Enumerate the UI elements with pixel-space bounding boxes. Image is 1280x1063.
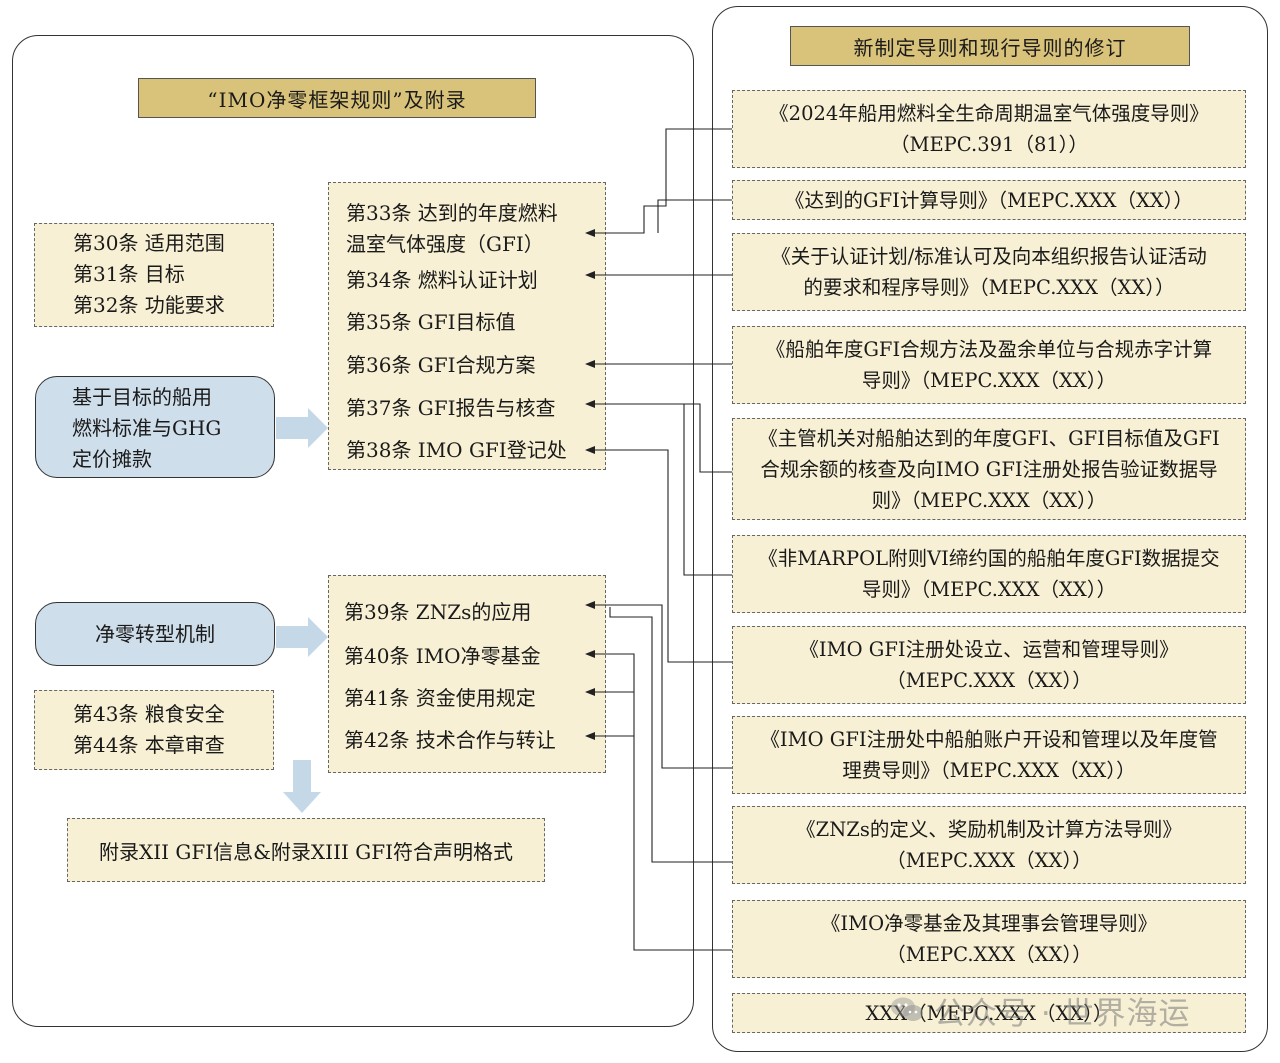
guideline-9: 《ZNZs的定义、奖励机制及计算方法导则》 （MEPC.XXX（XX）） xyxy=(732,806,1246,884)
guideline-8: 《IMO GFI注册处中船舶账户开设和管理以及年度管 理费导则》（MEPC.XX… xyxy=(732,716,1246,794)
fuel-articles-box xyxy=(328,182,606,470)
appendix-text: 附录XII GFI信息&附录XIII GFI符合声明格式 xyxy=(98,839,513,864)
block-arrow-appendix xyxy=(283,760,321,813)
left-title-text: “IMO净零框架规则”及附录 xyxy=(207,87,467,112)
general-articles-box: 第30条 适用范围 第31条 目标 第32条 功能要求 xyxy=(34,223,274,327)
connector-guideline-10 xyxy=(585,650,732,951)
guideline-4-line-1: 《船舶年度GFI合规方法及盈余单位与合规赤字计算 xyxy=(765,338,1213,361)
guideline-1-line-2: （MEPC.391（81）） xyxy=(889,133,1089,156)
guideline-6-line-2: 导则》（MEPC.XXX（XX）） xyxy=(861,578,1117,601)
article-41: 第41条 资金使用规定 xyxy=(344,686,536,710)
guideline-3-line-2: 的要求和程序导则》（MEPC.XXX（XX）） xyxy=(803,276,1175,299)
article-40: 第40条 IMO净零基金 xyxy=(344,644,541,668)
guideline-5-line-3: 则》（MEPC.XXX（XX）） xyxy=(871,488,1107,512)
connector-guideline-2 xyxy=(657,199,732,233)
right-title-text: 新制定导则和现行导则的修订 xyxy=(853,35,1127,60)
article-33-line-1: 第33条 达到的年度燃料 xyxy=(346,201,558,225)
connector-guideline-6 xyxy=(683,404,732,576)
connector-guideline-8 xyxy=(585,601,732,769)
article-38: 第38条 IMO GFI登记处 xyxy=(346,438,567,462)
guideline-10-line-2: （MEPC.XXX（XX）） xyxy=(886,943,1092,966)
watermark-text: 公众号 · 世界海运 xyxy=(934,995,1191,1032)
guideline-3: 《关于认证计划/标准认可及向本组织报告认证活动 的要求和程序导则》（MEPC.X… xyxy=(732,233,1246,311)
other-articles-box: 第43条 粮食安全 第44条 本章审查 xyxy=(34,690,274,770)
mechanism-fuel-line-3: 定价摊款 xyxy=(72,447,152,471)
article-44: 第44条 本章审查 xyxy=(73,733,225,757)
mechanism-transition-text: 净零转型机制 xyxy=(95,621,215,646)
guideline-7-line-2: （MEPC.XXX（XX）） xyxy=(886,669,1092,692)
guideline-9-line-2: （MEPC.XXX（XX）） xyxy=(886,849,1092,872)
guideline-10-line-1: 《IMO净零基金及其理事会管理导则》 xyxy=(820,912,1158,935)
article-34: 第34条 燃料认证计划 xyxy=(346,268,538,292)
guideline-8-line-1: 《IMO GFI注册处中船舶账户开设和管理以及年度管 xyxy=(760,728,1218,751)
article-33-line-2: 温室气体强度（GFI） xyxy=(346,232,544,256)
watermark: 公众号 · 世界海运 xyxy=(890,988,1250,1032)
article-32: 第32条 功能要求 xyxy=(73,293,225,317)
guideline-9-line-1: 《ZNZs的定义、奖励机制及计算方法导则》 xyxy=(796,818,1182,841)
guideline-5-line-1: 《主管机关对船舶达到的年度GFI、GFI目标值及GFI xyxy=(758,426,1220,450)
guideline-2: 《达到的GFI计算导则》（MEPC.XXX（XX）） xyxy=(732,180,1246,220)
guideline-3-line-1: 《关于认证计划/标准认可及向本组织报告认证活动 xyxy=(771,245,1207,268)
block-arrow-fuel xyxy=(276,408,328,448)
guideline-2-line-1: 《达到的GFI计算导则》（MEPC.XXX（XX）） xyxy=(785,188,1193,212)
guideline-8-line-2: 理费导则》（MEPC.XXX（XX）） xyxy=(842,759,1136,782)
connector-guideline-5 xyxy=(585,400,732,473)
guideline-5-line-2: 合规余额的核查及向IMO GFI注册处报告验证数据导 xyxy=(760,457,1218,481)
guideline-6: 《非MARPOL附则VI缔约国的船舶年度GFI数据提交 导则》（MEPC.XXX… xyxy=(732,535,1246,613)
connector-guideline-1 xyxy=(585,128,732,237)
mechanism-fuel-line-2: 燃料标准与GHG xyxy=(72,416,222,440)
connector-guideline-7 xyxy=(585,446,732,663)
article-37: 第37条 GFI报告与核查 xyxy=(346,396,556,420)
guideline-6-line-1: 《非MARPOL附则VI缔约国的船舶年度GFI数据提交 xyxy=(758,547,1220,570)
transition-articles-box xyxy=(328,575,606,773)
connector-guideline-9 xyxy=(609,607,732,863)
block-arrow-transition xyxy=(276,617,328,657)
guideline-7: 《IMO GFI注册处设立、运营和管理导则》 （MEPC.XXX（XX）） xyxy=(732,626,1246,704)
article-35: 第35条 GFI目标值 xyxy=(346,310,516,334)
article-43: 第43条 粮食安全 xyxy=(73,702,225,726)
guideline-10: 《IMO净零基金及其理事会管理导则》 （MEPC.XXX（XX）） xyxy=(732,900,1246,978)
left-title: “IMO净零框架规则”及附录 xyxy=(138,78,536,118)
guideline-4: 《船舶年度GFI合规方法及盈余单位与合规赤字计算 导则》（MEPC.XXX（XX… xyxy=(732,326,1246,404)
guideline-11-line-1: XXX（MEPC.XXX（XX）） xyxy=(865,1001,1113,1025)
mechanism-fuel-line-1: 基于目标的船用 xyxy=(72,385,212,409)
article-42: 第42条 技术合作与转让 xyxy=(344,728,556,752)
mechanism-fuel-box: 基于目标的船用 燃料标准与GHG 定价摊款 xyxy=(35,376,275,478)
guideline-5: 《主管机关对船舶达到的年度GFI、GFI目标值及GFI 合规余额的核查及向IMO… xyxy=(732,418,1246,520)
guideline-11: XXX（MEPC.XXX（XX）） xyxy=(732,993,1246,1033)
right-title: 新制定导则和现行导则的修订 xyxy=(790,26,1190,66)
article-36: 第36条 GFI合规方案 xyxy=(346,353,536,377)
appendix-box: 附录XII GFI信息&附录XIII GFI符合声明格式 xyxy=(67,818,545,882)
mechanism-transition-box: 净零转型机制 xyxy=(35,602,275,666)
article-31: 第31条 目标 xyxy=(73,262,185,286)
guideline-4-line-2: 导则》（MEPC.XXX（XX）） xyxy=(861,369,1117,392)
guideline-1: 《2024年船用燃料全生命周期温室气体强度导则》 （MEPC.391（81）） xyxy=(732,90,1246,168)
article-30: 第30条 适用范围 xyxy=(73,231,225,255)
wechat-icon xyxy=(890,996,924,1024)
guideline-1-line-1: 《2024年船用燃料全生命周期温室气体强度导则》 xyxy=(769,102,1209,125)
guideline-7-line-1: 《IMO GFI注册处设立、运营和管理导则》 xyxy=(799,638,1179,661)
article-39: 第39条 ZNZs的应用 xyxy=(344,600,532,624)
